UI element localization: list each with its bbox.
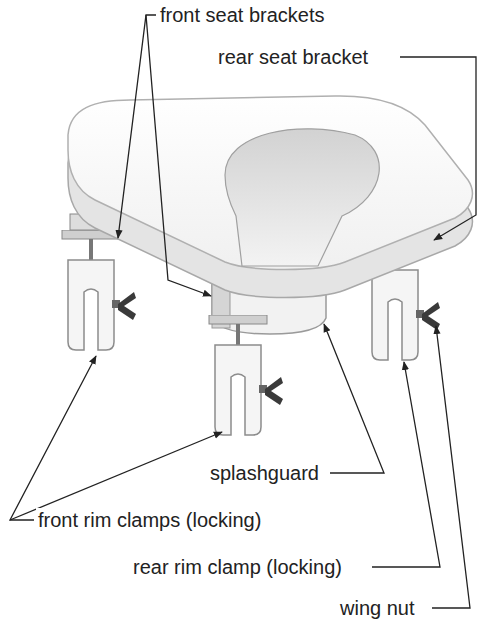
part-label: rear rim clamp (locking)	[131, 555, 344, 579]
part-label: splashguard	[208, 461, 321, 485]
part-label: front seat brackets	[158, 3, 327, 27]
part-label: front rim clamps (locking)	[36, 508, 263, 532]
leader-lines	[10, 15, 476, 608]
part-label: rear seat bracket	[216, 45, 370, 69]
part-label: wing nut	[338, 596, 417, 620]
